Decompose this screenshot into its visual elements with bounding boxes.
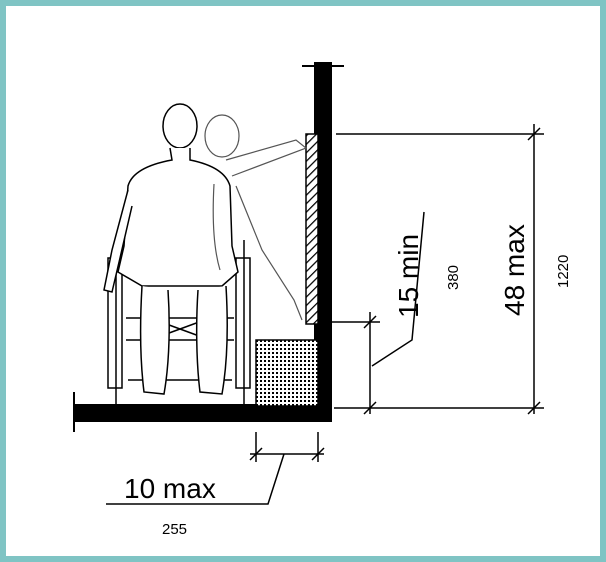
reach-depth-label: 10 max xyxy=(124,473,216,504)
lower-clearance-metric: 380 xyxy=(445,265,462,290)
reaching-person xyxy=(204,114,308,321)
reach-diagram: 48 max 1220 15 min 380 10 max 255 xyxy=(73,62,572,538)
upper-reach-metric: 1220 xyxy=(555,255,572,288)
lower-clearance-label: 15 min xyxy=(393,234,424,318)
seated-person xyxy=(103,103,239,395)
dimension-reach-depth xyxy=(106,432,325,505)
wall-element xyxy=(305,133,319,325)
floor-obstruction xyxy=(255,339,319,407)
reach-depth-metric: 255 xyxy=(162,521,187,538)
diagram-canvas: 48 max 1220 15 min 380 10 max 255 xyxy=(6,6,600,556)
upper-reach-label: 48 max xyxy=(499,224,530,316)
floor xyxy=(74,404,332,422)
dimension-lower-clearance xyxy=(322,211,425,415)
